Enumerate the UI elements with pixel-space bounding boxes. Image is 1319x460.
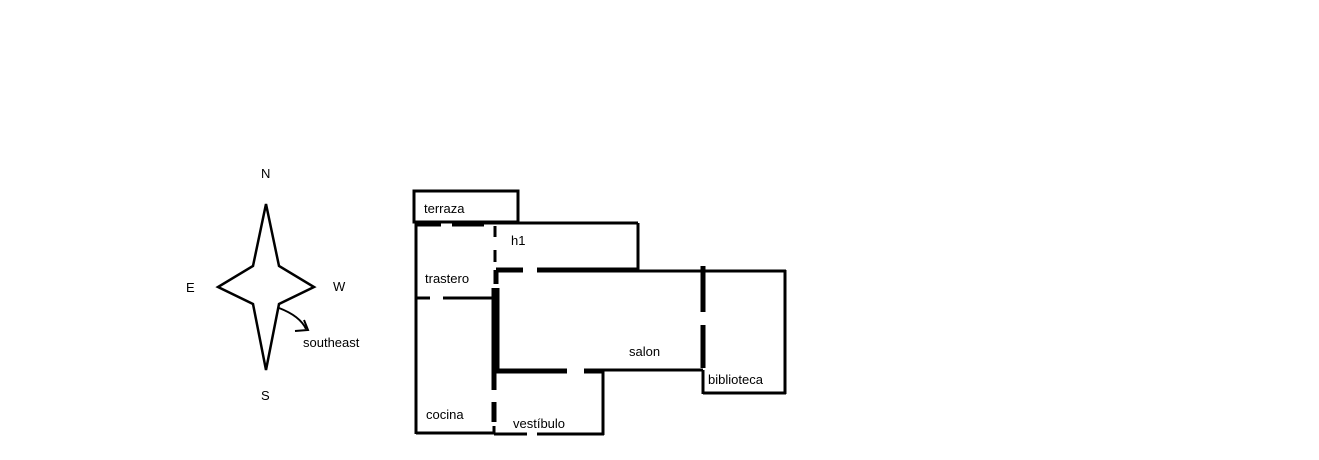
room-label-trastero: trastero (425, 271, 469, 286)
southeast-arrowhead-icon (294, 319, 310, 332)
room-label-vestibulo: vestíbulo (513, 416, 565, 431)
compass-north-label: N (261, 166, 270, 181)
compass-south-label: S (261, 388, 270, 403)
room-label-salon: salon (629, 344, 660, 359)
compass-east-label: E (186, 280, 195, 295)
room-label-biblioteca: biblioteca (708, 372, 764, 387)
compass-west-label: W (333, 279, 346, 294)
room-label-cocina: cocina (426, 407, 464, 422)
southeast-arrow-icon (278, 307, 307, 330)
compass-rose: N S E W southeast (186, 166, 360, 403)
room-label-terraza: terraza (424, 201, 465, 216)
room-label-h1: h1 (511, 233, 525, 248)
floor-plan-walls (412, 189, 787, 436)
compass-star-icon (215, 203, 317, 371)
room-labels: terraza h1 trastero salon biblioteca coc… (424, 201, 764, 431)
compass-southeast-label: southeast (303, 335, 360, 350)
